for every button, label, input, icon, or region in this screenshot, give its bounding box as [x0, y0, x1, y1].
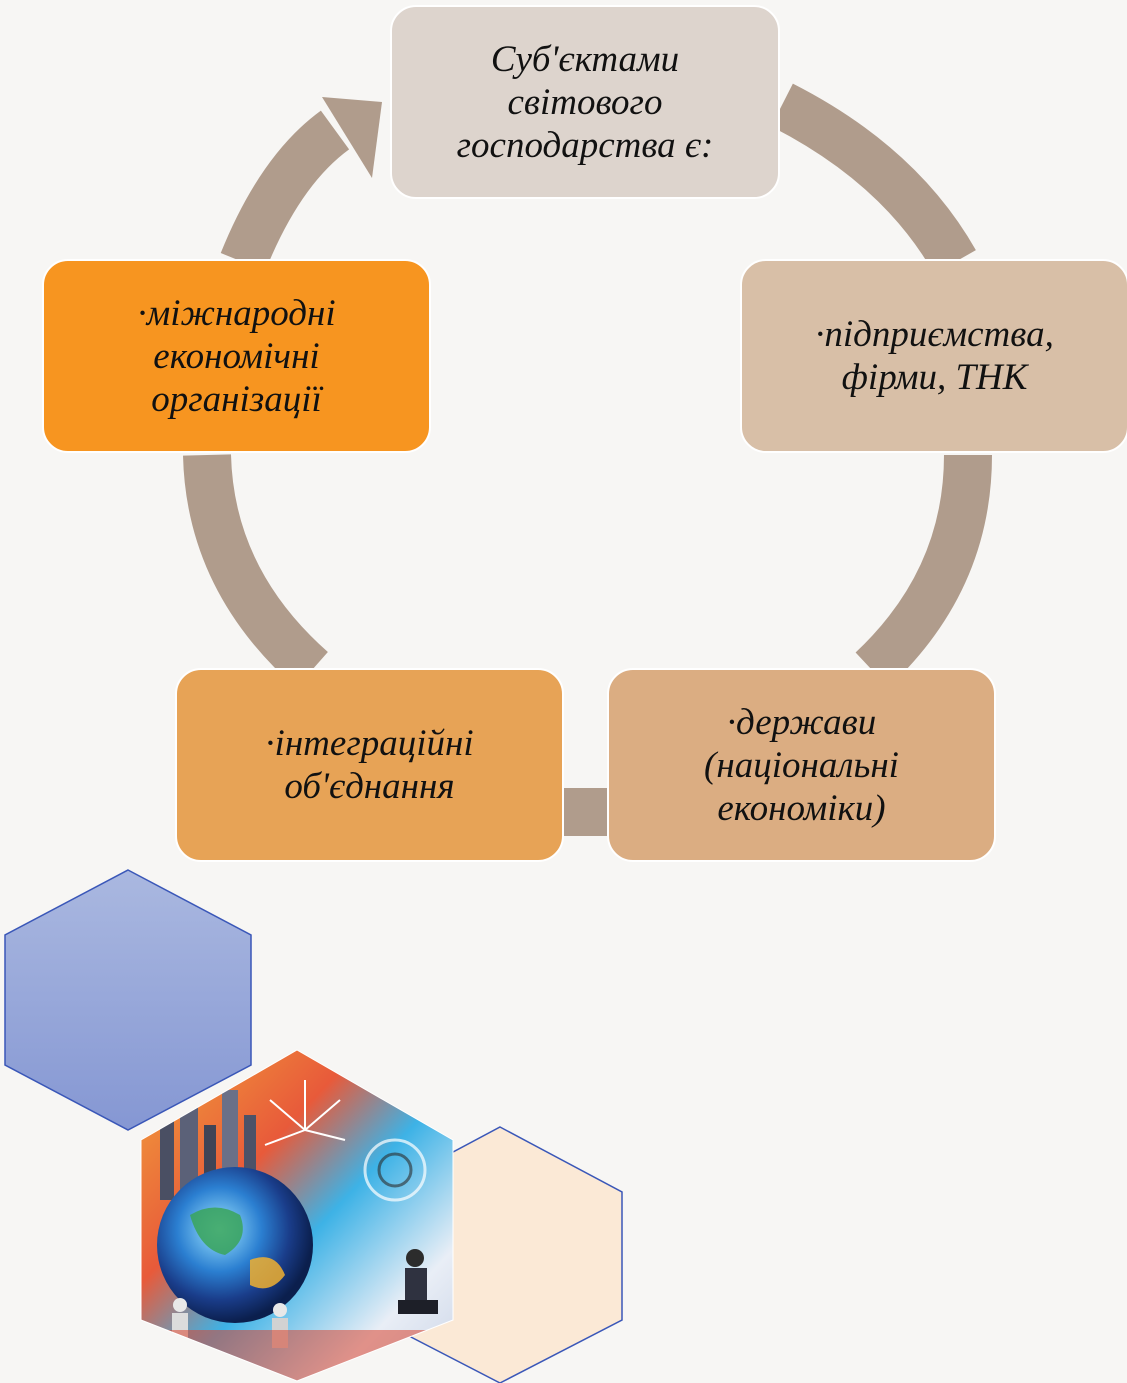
arrow-segment-right-bottom: [855, 454, 992, 688]
arrow-head: [322, 97, 382, 178]
arrow-segment-left-top: [220, 110, 350, 272]
cycle-node-integration: ·інтеграційні об'єднання: [175, 668, 564, 862]
cycle-title-node: Суб'єктами світового господарства є:: [390, 5, 780, 199]
cycle-node-states-text: ·держави (національні економіки): [704, 701, 899, 829]
arrow-segment-bottom-left: [183, 454, 329, 688]
arrow-segment-top-right: [771, 83, 976, 275]
cycle-node-international-orgs: ·міжнародні економічні організації: [42, 259, 431, 453]
cycle-node-enterprises: ·підприємства, фірми, ТНК: [740, 259, 1127, 453]
cycle-node-integration-text: ·інтеграційні об'єднання: [265, 723, 474, 807]
globe-economy-collage-image: [141, 1050, 453, 1381]
cycle-node-international-orgs-text: ·міжнародні економічні організації: [137, 292, 336, 420]
cycle-node-states: ·держави (національні економіки): [607, 668, 996, 862]
hexagon-blue: [4, 869, 252, 1131]
cycle-title-text: Суб'єктами світового господарства є:: [456, 38, 714, 166]
cycle-node-enterprises-text: ·підприємства, фірми, ТНК: [815, 314, 1054, 398]
